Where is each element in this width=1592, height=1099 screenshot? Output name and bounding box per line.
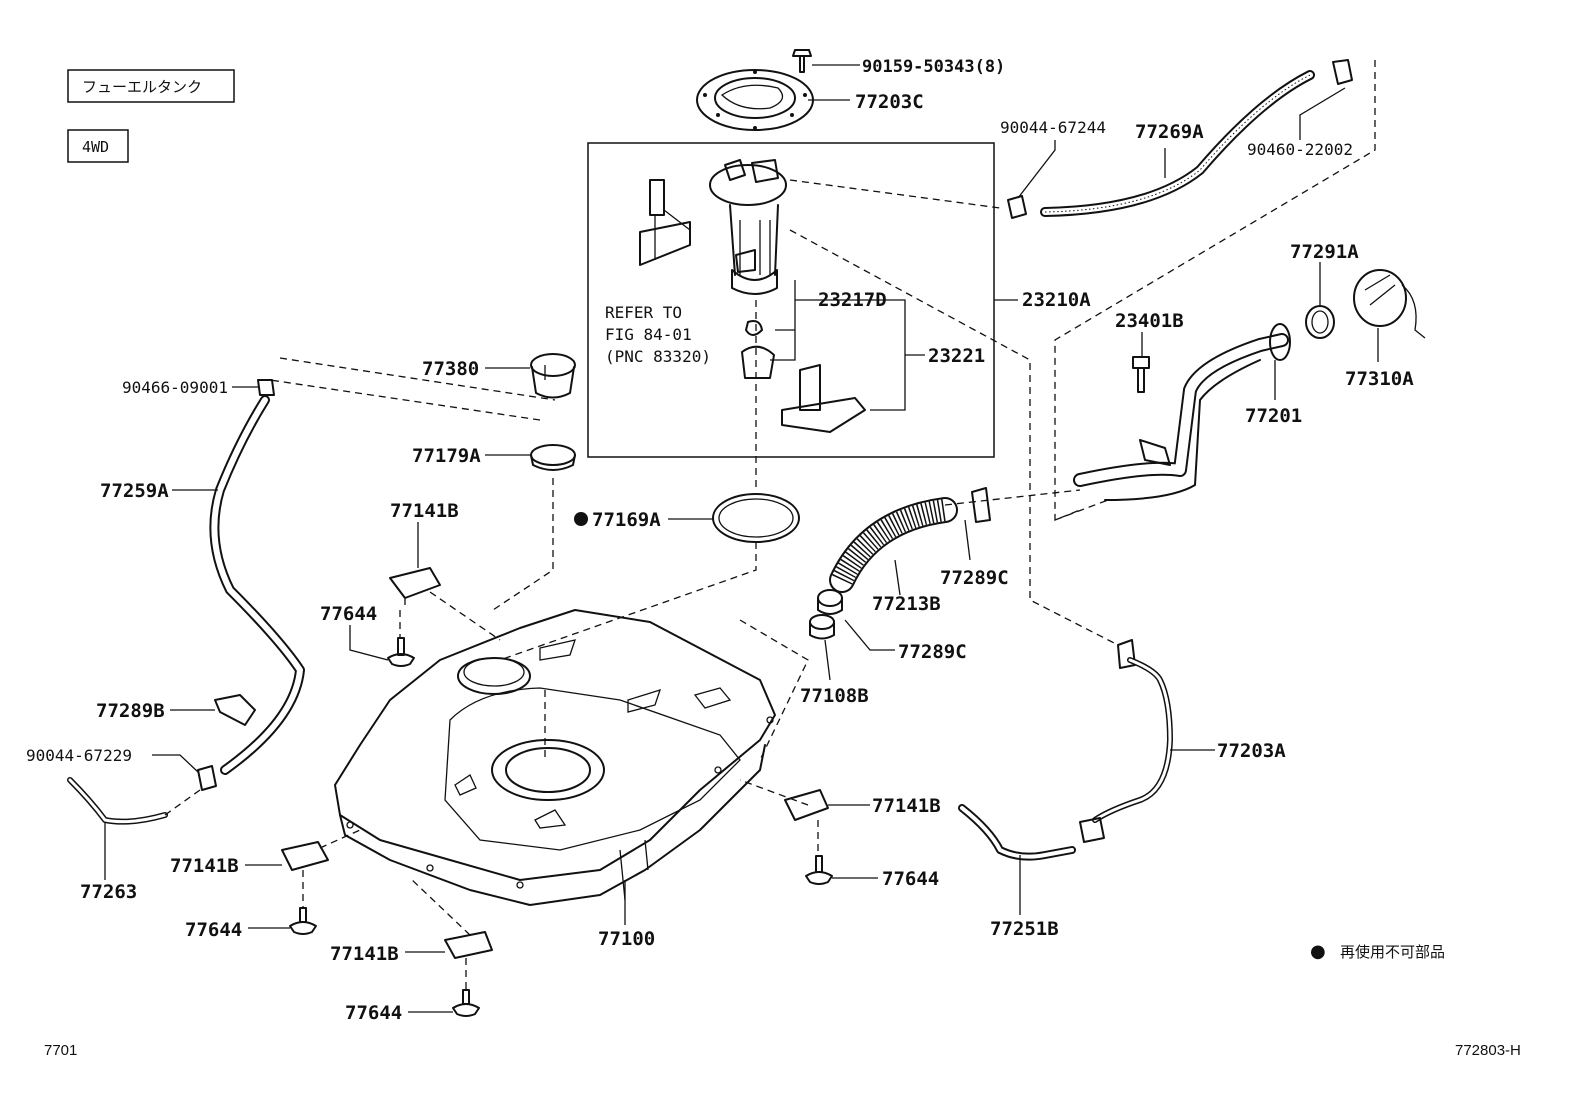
label-77269A: 77269A	[1135, 121, 1204, 143]
tank-cushion-bracket-right	[784, 789, 829, 821]
label-23401B: 23401B	[1115, 310, 1184, 332]
tag-4wd: 4WD	[67, 129, 129, 163]
pump-retainer-clip	[741, 320, 775, 379]
label-77380: 77380	[422, 358, 479, 380]
label-77291A: 77291A	[1290, 241, 1359, 263]
label-77203A: 77203A	[1217, 740, 1286, 762]
non-reusable-marker	[574, 512, 588, 526]
small-hose-clip	[817, 589, 843, 615]
filler-hose-77213B	[829, 497, 958, 593]
tank-cushion-bracket-top	[389, 567, 441, 605]
label-77141B-left: 77141B	[170, 855, 239, 877]
fuel-sender-gauge	[639, 179, 691, 266]
footer-right-code: 772803-H	[1455, 1042, 1521, 1059]
label-90159-50343: 90159-50343(8)	[862, 57, 1005, 77]
bolt-icon	[1132, 356, 1150, 393]
fuel-cap-icon	[1353, 269, 1426, 339]
label-77263: 77263	[80, 881, 137, 903]
label-77141B-bottom: 77141B	[330, 943, 399, 965]
label-23221: 23221	[928, 345, 985, 367]
hose-clamp-icon	[257, 379, 275, 396]
legend-bullet: ●	[1310, 941, 1326, 962]
hose-clamp-icon	[1332, 59, 1353, 85]
pump-assembly-box	[587, 142, 995, 458]
assembly-dashed-lines	[164, 60, 1376, 990]
label-77141B-right: 77141B	[872, 795, 941, 817]
label-23210A: 23210A	[1022, 289, 1091, 311]
hose-clamp-icon	[197, 765, 217, 791]
bolt-icon	[387, 637, 415, 667]
legend-text: 再使用不可部品	[1340, 943, 1445, 961]
fuel-line-77251B	[958, 804, 1076, 861]
label-77108B: 77108B	[800, 685, 869, 707]
label-77251B: 77251B	[990, 918, 1059, 940]
bolt-icon	[792, 49, 812, 73]
hose-clamp-icon	[971, 487, 991, 523]
label-77169A: 77169A	[592, 509, 661, 531]
fuel-filter-strainer	[781, 364, 866, 433]
label-77644-d: 77644	[345, 1002, 402, 1024]
label-77289B: 77289B	[96, 700, 165, 722]
bolt-icon	[289, 907, 317, 935]
tank-cushion-bracket-bottom	[444, 931, 493, 959]
sub-pump-cap	[530, 353, 576, 399]
label-90044-67229: 90044-67229	[26, 746, 132, 765]
label-77203C: 77203C	[855, 91, 924, 113]
tag-fuel-tank: フューエルタンク	[67, 69, 235, 103]
refer-note-line1: REFER TO	[605, 303, 682, 322]
label-77289C-right: 77289C	[940, 567, 1009, 589]
label-23217D: 23217D	[818, 289, 887, 311]
tank-cushion-bracket-left	[281, 841, 329, 871]
label-77100: 77100	[598, 928, 655, 950]
refer-note-line3: (PNC 83320)	[605, 347, 711, 366]
label-77259A: 77259A	[100, 480, 169, 502]
label-77141B-top: 77141B	[390, 500, 459, 522]
leader-lines	[104, 64, 1379, 1013]
label-77644-a: 77644	[320, 603, 377, 625]
tank-protector-77289B	[214, 694, 256, 726]
vent-hose-77269A	[1040, 70, 1315, 217]
hose-clamp-icon	[1007, 195, 1027, 219]
label-77201: 77201	[1245, 405, 1302, 427]
filler-neck-gasket	[1305, 305, 1335, 339]
label-77213B: 77213B	[872, 593, 941, 615]
label-77644-c: 77644	[185, 919, 242, 941]
bolt-icon	[805, 855, 833, 885]
bolt-icon	[452, 989, 480, 1017]
fuel-tank-body	[334, 609, 776, 906]
fuel-filler-pipe	[1073, 323, 1291, 501]
label-77310A: 77310A	[1345, 368, 1414, 390]
label-77289C-mid: 77289C	[898, 641, 967, 663]
label-77179A: 77179A	[412, 445, 481, 467]
short-hose-77108B	[809, 614, 835, 640]
footer-left-code: 7701	[44, 1042, 77, 1059]
fuel-pump-unit	[709, 159, 787, 295]
sub-pump-gasket	[530, 444, 576, 471]
pump-cover-plate	[696, 69, 814, 131]
refer-note-line2: FIG 84-01	[605, 325, 692, 344]
label-90044-67244: 90044-67244	[1000, 118, 1106, 137]
label-90460-22002: 90460-22002	[1247, 140, 1353, 159]
fuel-line-77203A	[1079, 639, 1173, 843]
label-90466-09001: 90466-09001	[122, 378, 228, 397]
label-77644-b: 77644	[882, 868, 939, 890]
pump-gasket-ring	[712, 493, 800, 543]
breather-line-77263	[67, 777, 168, 825]
tag-4wd-text: 4WD	[82, 138, 109, 156]
tag-fuel-tank-text: フューエルタンク	[82, 78, 202, 96]
breather-hose-77259A	[209, 395, 305, 775]
